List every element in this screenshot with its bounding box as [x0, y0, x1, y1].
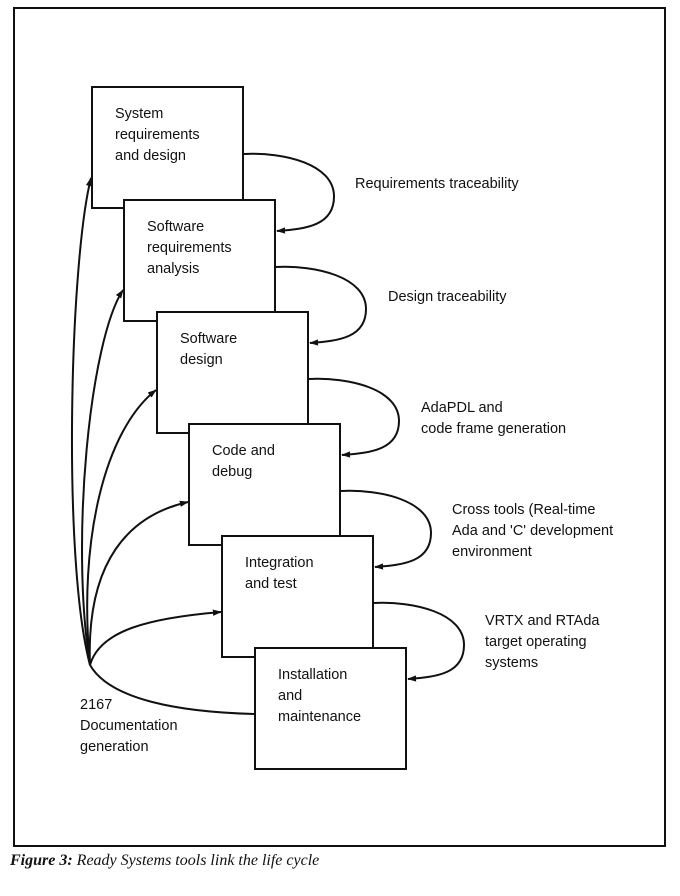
link-label-5: VRTX and RTAda target operating systems	[485, 613, 600, 671]
stage-label: Software design	[180, 331, 238, 368]
stage-box-4: Code and debug	[188, 423, 341, 546]
traceability-arrow-1	[243, 152, 336, 234]
stage-label: Code and debug	[212, 443, 275, 480]
link-label-3: AdaPDL and code frame generation	[421, 400, 567, 437]
traceability-arrow-2	[275, 265, 368, 346]
documentation-arrow-3	[86, 389, 157, 666]
link-label-4: Cross tools (Real-time Ada and 'C' devel…	[452, 502, 614, 560]
documentation-arrow-4	[88, 500, 189, 666]
caption-prefix: Figure 3:	[10, 852, 73, 869]
stage-label: Installation and maintenance	[278, 667, 362, 725]
stage-box-6: Installation and maintenance	[254, 647, 407, 770]
stage-box-3: Software design	[156, 311, 309, 434]
stage-label: Software requirements analysis	[147, 219, 232, 277]
stage-box-1: System requirements and design	[91, 86, 244, 209]
documentation-arrow-2	[81, 289, 124, 666]
documentation-generation-label: 2167 Documentation generation	[80, 697, 178, 755]
stage-box-2: Software requirements analysis	[123, 199, 276, 322]
caption-text: Ready Systems tools link the life cycle	[72, 852, 320, 869]
traceability-arrow-4	[340, 489, 433, 570]
documentation-line-6	[89, 664, 255, 715]
figure-caption: Figure 3: Ready Systems tools link the l…	[10, 852, 319, 870]
stage-label: Integration and test	[245, 555, 314, 592]
traceability-arrow-3	[308, 377, 401, 458]
documentation-arrow-5	[89, 609, 222, 666]
figure-frame	[13, 7, 666, 847]
documentation-arrow-1	[71, 177, 93, 666]
link-label-2: Design traceability	[388, 289, 507, 305]
link-label-1: Requirements traceability	[355, 176, 519, 192]
stage-box-5: Integration and test	[221, 535, 374, 658]
stage-label: System requirements and design	[115, 106, 200, 164]
traceability-arrow-5	[373, 601, 466, 682]
